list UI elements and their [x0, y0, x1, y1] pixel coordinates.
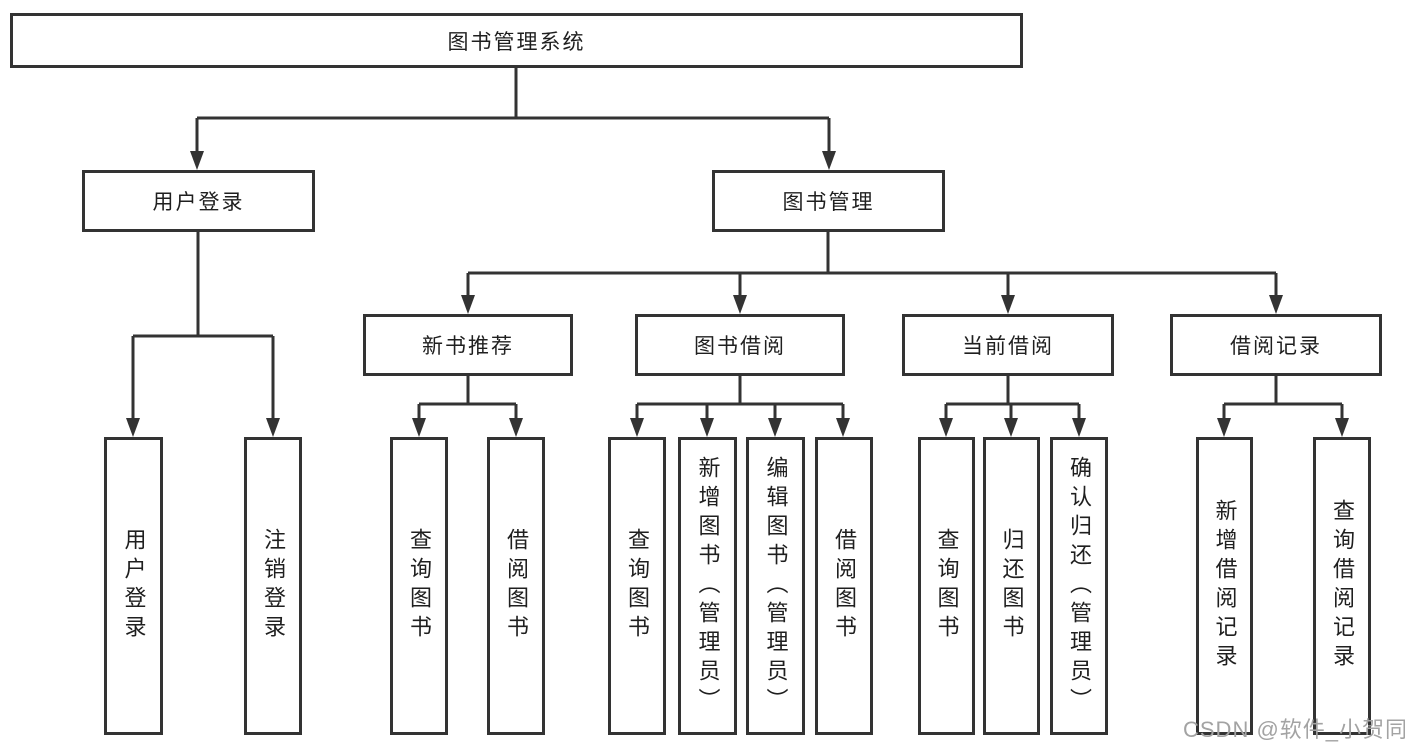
node-label: 当前借阅: [962, 335, 1054, 358]
leaf-user-login: 用户登录: [104, 437, 163, 735]
leaf-borrow-books-recommend: 借阅图书: [487, 437, 545, 735]
leaf-return-books: 归还图书: [983, 437, 1040, 735]
leaf-confirm-return-admin: 确认归还（管理员）: [1050, 437, 1108, 735]
node-label: 图书管理: [782, 191, 875, 214]
node-new-book-recommendation: 新书推荐: [363, 314, 573, 376]
node-label: 查询图书: [625, 528, 650, 644]
watermark: CSDN @软件_小贺同学: [1183, 717, 1405, 742]
leaf-query-books-current: 查询图书: [918, 437, 975, 735]
node-borrowing-records: 借阅记录: [1170, 314, 1382, 376]
leaf-logout: 注销登录: [244, 437, 302, 735]
node-label: 归还图书: [999, 528, 1025, 644]
node-label: 查询借阅记录: [1330, 499, 1355, 673]
leaf-query-borrow-record: 查询借阅记录: [1313, 437, 1371, 735]
node-label: 新增图书（管理员）: [695, 455, 721, 717]
node-label: 用户登录: [152, 191, 245, 214]
leaf-edit-books-admin: 编辑图书（管理员）: [746, 437, 805, 735]
node-book-borrowing: 图书借阅: [635, 314, 845, 376]
arrowheads: [126, 151, 1349, 437]
node-book-management: 图书管理: [712, 170, 945, 232]
node-library-management-system: 图书管理系统: [10, 13, 1023, 68]
node-label: 借阅图书: [504, 528, 529, 644]
node-label: 确认归还（管理员）: [1067, 455, 1092, 717]
node-label: 借阅记录: [1230, 335, 1322, 358]
leaf-add-books-admin: 新增图书（管理员）: [678, 437, 737, 735]
leaf-query-books-borrow: 查询图书: [608, 437, 666, 735]
node-label: 注销登录: [261, 528, 286, 644]
leaf-borrow-books: 借阅图书: [815, 437, 873, 735]
leaf-add-borrow-record: 新增借阅记录: [1196, 437, 1253, 735]
node-label: 编辑图书（管理员）: [763, 455, 789, 717]
node-label: 查询图书: [407, 528, 432, 644]
node-label: 借阅图书: [832, 528, 857, 644]
node-label: 用户登录: [121, 528, 147, 644]
node-label: 图书借阅: [694, 335, 786, 358]
node-user-login: 用户登录: [82, 170, 315, 232]
leaf-query-books-recommend: 查询图书: [390, 437, 448, 735]
node-label: 查询图书: [934, 528, 960, 644]
node-current-borrowing: 当前借阅: [902, 314, 1114, 376]
node-label: 新增借阅记录: [1212, 499, 1238, 673]
node-label: 新书推荐: [422, 335, 514, 358]
node-label: 图书管理系统: [447, 30, 586, 54]
